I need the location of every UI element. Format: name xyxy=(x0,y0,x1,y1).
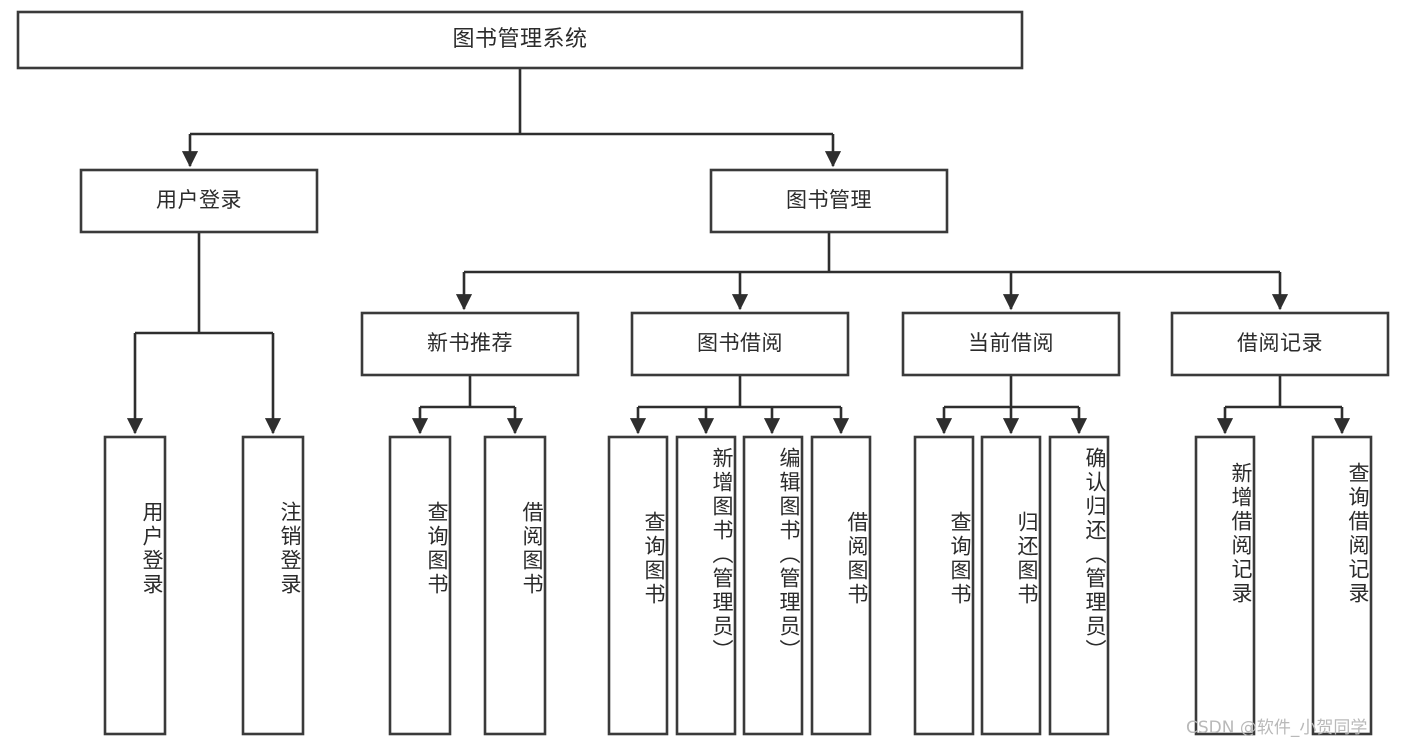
node-leaf-borrow-book-1[interactable] xyxy=(483,435,547,736)
node-current-borrow[interactable] xyxy=(901,311,1121,377)
node-book-borrow[interactable] xyxy=(630,311,850,377)
node-leaf-query-book-3[interactable] xyxy=(913,435,975,736)
csdn-watermark: CSDN @软件_小贺同学 xyxy=(1186,718,1368,738)
node-leaf-borrow-book-2[interactable] xyxy=(810,435,872,736)
node-book-management[interactable] xyxy=(709,168,949,234)
node-leaf-user-login[interactable] xyxy=(103,435,167,736)
node-leaf-confirm-return[interactable] xyxy=(1048,435,1110,736)
edge-current-borrow-to-leaves xyxy=(935,375,1088,435)
node-leaf-query-book-1[interactable] xyxy=(388,435,452,736)
node-root-system[interactable] xyxy=(16,10,1024,70)
node-leaf-add-book[interactable] xyxy=(675,435,737,736)
node-leaf-query-book-2[interactable] xyxy=(607,435,669,736)
node-leaf-edit-book[interactable] xyxy=(742,435,804,736)
node-new-book-recommend[interactable] xyxy=(360,311,580,377)
edge-root-to-bus xyxy=(181,68,842,168)
edge-book-borrow-to-leaves xyxy=(629,375,850,435)
node-leaf-add-record[interactable] xyxy=(1194,435,1256,736)
edge-book-management-to-level3 xyxy=(455,232,1289,311)
node-user-login[interactable] xyxy=(79,168,319,234)
node-leaf-query-record[interactable] xyxy=(1311,435,1373,736)
edge-borrow-record-to-leaves xyxy=(1216,375,1351,435)
node-leaf-return-book[interactable] xyxy=(980,435,1042,736)
edge-new-book-recommend-to-leaves xyxy=(411,375,524,435)
edge-user-login-to-leaves xyxy=(126,232,282,435)
node-leaf-logout-login[interactable] xyxy=(241,435,305,736)
node-borrow-record[interactable] xyxy=(1170,311,1390,377)
